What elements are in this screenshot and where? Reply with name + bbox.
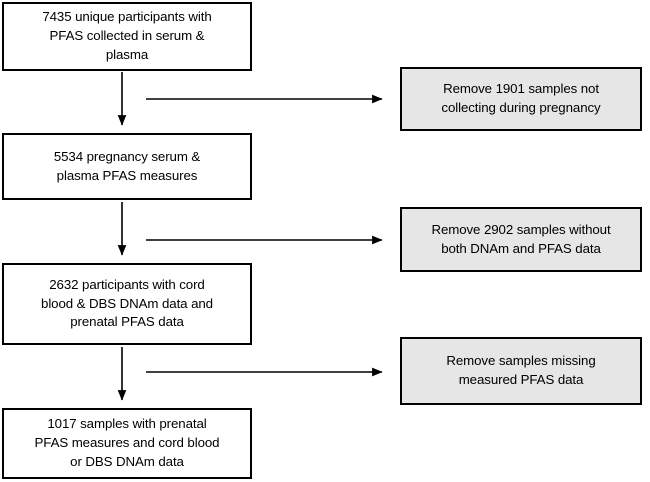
node-exclusion-missing-measured-pfas: Remove samples missing measured PFAS dat… [400, 337, 642, 405]
node-exclusion-missing-dnam-pfas: Remove 2902 samples without both DNAm an… [400, 207, 642, 272]
node-exclusion-not-pregnancy-label: Remove 1901 samples not collecting durin… [441, 81, 601, 115]
node-final-sample: 1017 samples with prenatal PFAS measures… [2, 408, 252, 479]
node-cohort-label: 7435 unique participants with PFAS colle… [42, 9, 212, 62]
node-pregnancy-measures: 5534 pregnancy serum & plasma PFAS measu… [2, 133, 252, 200]
node-exclusion-missing-dnam-pfas-label: Remove 2902 samples without both DNAm an… [431, 221, 611, 256]
node-final-sample-label: 1017 samples with prenatal PFAS measures… [34, 416, 220, 469]
node-dnam-participants: 2632 participants with cord blood & DBS … [2, 263, 252, 345]
node-exclusion-missing-measured-pfas-label: Remove samples missing measured PFAS dat… [446, 353, 596, 387]
node-pregnancy-measures-label: 5534 pregnancy serum & plasma PFAS measu… [53, 148, 201, 183]
node-dnam-participants-label: 2632 participants with cord blood & DBS … [41, 276, 213, 330]
node-exclusion-not-pregnancy: Remove 1901 samples not collecting durin… [400, 67, 642, 131]
node-cohort: 7435 unique participants with PFAS colle… [2, 2, 252, 71]
